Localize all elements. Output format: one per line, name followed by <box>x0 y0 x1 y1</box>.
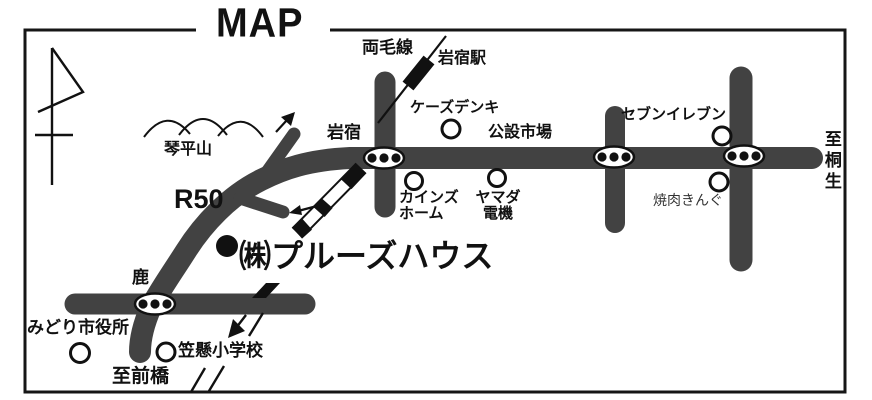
railway-band-icon <box>252 283 280 298</box>
railway-line-upper <box>377 35 447 124</box>
label-shika: 鹿 <box>132 268 149 287</box>
road-entrance-stub <box>233 191 290 219</box>
mountain-icon <box>143 118 264 138</box>
marker-kasakake-elementary <box>155 341 177 363</box>
entrance-arrow-icon <box>289 204 318 215</box>
railway-line-lower <box>189 283 280 393</box>
marker-seven-eleven <box>711 125 733 147</box>
label-to-kiryu: 至桐生 <box>821 130 841 193</box>
marker-yakiniku-king <box>708 171 730 193</box>
label-ks-denki: ケーズデンキ <box>410 99 500 116</box>
label-ryomo-line: 両毛線 <box>362 38 413 57</box>
railway-crossing-striped <box>291 162 367 239</box>
label-cainz-line2: ホーム <box>399 204 444 222</box>
traffic-light-iwajuku <box>362 146 406 170</box>
label-kasakake-elementary: 笠懸小学校 <box>178 341 263 360</box>
traffic-light-middle <box>592 145 636 169</box>
label-kotohira-yama: 琴平山 <box>164 141 213 158</box>
map-border <box>23 28 847 394</box>
label-route-50: R50 <box>174 184 224 214</box>
marker-ks-denki <box>440 118 462 140</box>
railway-arrowhead-icon <box>228 319 245 338</box>
label-iwajuku: 岩宿 <box>327 123 361 142</box>
label-yamada-line1: ヤマダ <box>475 189 521 206</box>
label-yamada-denki: ヤマダ 電機 <box>472 190 524 222</box>
northeast-arrow-icon <box>275 112 295 133</box>
marker-cainz-home <box>404 171 424 191</box>
marker-company-location <box>216 235 238 257</box>
label-midori-city-hall: みどり市役所 <box>27 318 129 337</box>
north-arrow-icon <box>35 47 85 185</box>
label-seven-eleven: セブンイレブン <box>621 106 727 123</box>
traffic-light-right <box>722 144 766 168</box>
traffic-light-shika <box>133 292 177 316</box>
label-yakiniku-king: 焼肉きんぐ <box>653 192 723 208</box>
road-stub-northeast <box>260 127 301 179</box>
marker-yamada-denki <box>487 168 507 188</box>
label-cainz-home: カインズ ホーム <box>399 190 459 222</box>
label-iwajuku-station: 岩宿駅 <box>438 50 487 67</box>
station-band-icon <box>402 55 435 91</box>
marker-midori-city-hall <box>69 342 91 364</box>
label-cainz-line1: カインズ <box>399 189 459 206</box>
label-to-maebashi: 至前橋 <box>112 366 170 387</box>
label-company-name: ㈱プルーズハウス <box>239 238 494 274</box>
label-kosetsu-ichiba: 公設市場 <box>488 124 553 141</box>
map-title: MAP <box>216 0 304 47</box>
label-yamada-line2: 電機 <box>482 204 513 222</box>
